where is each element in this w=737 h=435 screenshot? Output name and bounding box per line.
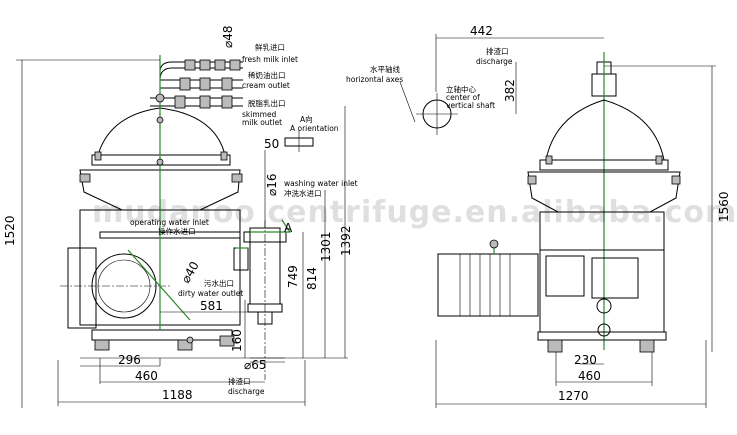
label-skimmed-cn: 脱脂乳出口 [248,98,286,108]
label-a-direction: A向 [300,114,313,124]
dim-side-w460: 460 [578,369,601,383]
pipe-fitting [184,59,196,71]
dim-h382: 382 [503,79,517,102]
label-a-mark: A [284,221,293,235]
dim-h749: 749 [286,265,300,288]
label-horizontal-cn: 水平轴线 [370,64,400,74]
label-vertical-en2: vertical shaft [446,101,495,110]
dim-h1520: 1520 [3,215,17,246]
dim-h814: 814 [305,267,319,290]
dim-w581: 581 [200,299,223,313]
motor-housing [67,247,97,329]
dim-h1560: 1560 [717,191,731,222]
side-bowl-hood [545,99,665,161]
label-a-orientation: A orientation [290,124,339,133]
label-discharge-cn: 排渣口 [228,376,251,386]
label-horizontal-en: horizontal axes [346,75,403,84]
dim-w50: 50 [264,137,279,151]
front-view: ⌀48 鲜乳进口 fresh milk inlet 稀奶油出口 cream ou… [3,26,358,408]
label-cream-cn: 稀奶油出口 [248,70,286,80]
label-wash-en: washing water inlet [284,179,358,188]
dim-d48: ⌀48 [221,26,235,49]
dim-w296: 296 [118,353,141,367]
label-skimmed-en2: milk outlet [242,118,282,127]
dim-h1301: 1301 [319,231,333,262]
label-fresh-milk-en: fresh milk inlet [242,55,298,64]
dim-w442: 442 [470,24,493,38]
label-operating-cn: 操作水进口 [158,226,196,236]
dim-d65: ⌀65 [244,358,267,372]
label-fresh-milk-cn: 鲜乳进口 [255,42,285,52]
bowl-hood [97,107,226,156]
frame-base [91,329,233,341]
label-operating-en: operating water inlet [130,218,209,227]
side-view: 442 排渣口 discharge 382 水平轴线 horizontal ax… [346,24,731,408]
side-motor [437,253,539,317]
dim-h160: 160 [230,329,244,352]
side-frame-body [539,249,665,333]
label-wash-cn: 冲洗水进口 [284,188,322,198]
control-panel [591,257,639,299]
dim-d16: ⌀16 [265,174,279,197]
label-vertical-cn: 立轴中心 [446,84,476,94]
dim-w1270: 1270 [558,389,589,403]
label-discharge-en: discharge [228,387,265,396]
side-base [537,331,667,341]
dim-w230: 230 [574,353,597,367]
label-vertical-en1: center of [446,93,480,102]
label-cream-en: cream outlet [242,81,290,90]
dim-d40: ⌀40 [178,259,201,285]
side-discharge-cn: 排渣口 [486,46,509,56]
label-dirty-en: dirty water outlet [178,289,243,298]
dim-w460: 460 [135,369,158,383]
label-dirty-cn: 污水出口 [204,278,234,288]
side-discharge-en: discharge [476,57,513,66]
watermark: mudanoo centrifuge.en.alibaba.com [92,195,737,230]
dim-w1188: 1188 [162,388,193,402]
foot [94,339,110,351]
label-skimmed-en1: skimmed [242,110,277,119]
sight-window [545,255,585,297]
dim-h1392: 1392 [339,225,353,256]
